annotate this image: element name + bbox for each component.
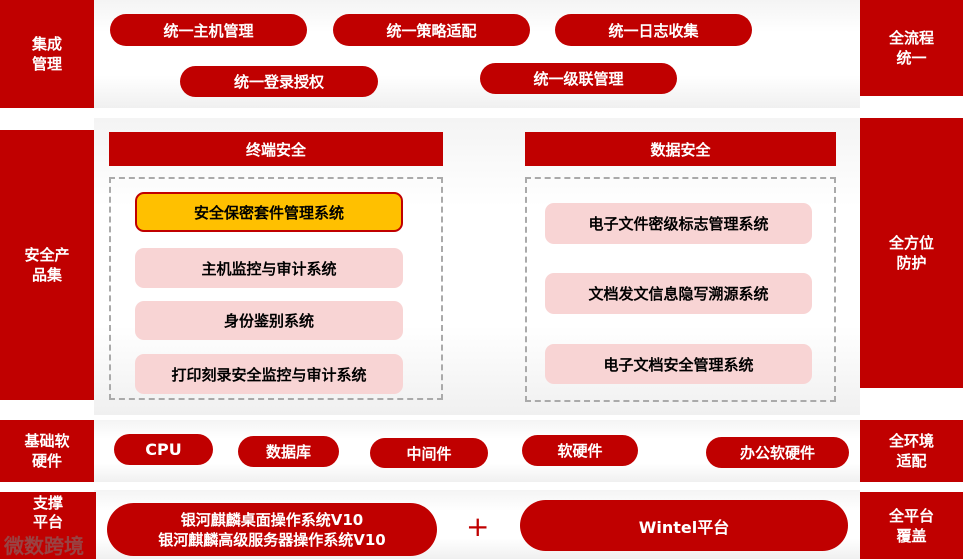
pill-log-collection: 统一日志收集 xyxy=(555,14,752,46)
item-classification-mark: 电子文件密级标志管理系统 xyxy=(545,203,812,244)
item-steganography-trace: 文档发文信息隐写溯源系统 xyxy=(545,273,812,314)
label-full-process: 全流程 统一 xyxy=(860,0,963,96)
pill-database: 数据库 xyxy=(238,436,339,467)
pill-kylin-os: 银河麒麟桌面操作系统V10 银河麒麟高级服务器操作系统V10 xyxy=(107,503,437,556)
data-security-box xyxy=(525,177,836,402)
pill-cpu: CPU xyxy=(114,434,213,465)
item-document-security: 电子文档安全管理系统 xyxy=(545,344,812,384)
label-all-round-protection: 全方位 防护 xyxy=(860,118,963,388)
label-security-products: 安全产 品集 xyxy=(0,130,94,400)
item-host-monitor: 主机监控与审计系统 xyxy=(135,248,403,288)
plus-sign: + xyxy=(466,510,490,543)
label-support-platform: 支撑 平台 xyxy=(0,492,96,559)
pill-office-software: 办公软硬件 xyxy=(706,437,849,468)
pill-wintel: Wintel平台 xyxy=(520,500,848,551)
pill-hardware-software: 软硬件 xyxy=(522,435,638,466)
pill-cascade-management: 统一级联管理 xyxy=(480,63,677,94)
label-full-environment: 全环境 适配 xyxy=(860,420,963,482)
item-print-monitor: 打印刻录安全监控与审计系统 xyxy=(135,354,403,394)
label-full-platform: 全平台 覆盖 xyxy=(860,492,963,559)
label-integrated-management: 集成 管理 xyxy=(0,0,94,108)
pill-policy-adaptation: 统一策略适配 xyxy=(333,14,530,46)
pill-login-authorization: 统一登录授权 xyxy=(180,66,378,97)
watermark: 微数跨境 xyxy=(4,534,84,558)
item-identity-auth: 身份鉴别系统 xyxy=(135,301,403,340)
terminal-security-box xyxy=(109,177,443,400)
pill-middleware: 中间件 xyxy=(370,438,488,468)
label-basic-hardware: 基础软 硬件 xyxy=(0,420,94,482)
header-terminal-security: 终端安全 xyxy=(109,132,443,166)
item-security-suite: 安全保密套件管理系统 xyxy=(135,192,403,232)
header-data-security: 数据安全 xyxy=(525,132,836,166)
pill-host-management: 统一主机管理 xyxy=(110,14,307,46)
